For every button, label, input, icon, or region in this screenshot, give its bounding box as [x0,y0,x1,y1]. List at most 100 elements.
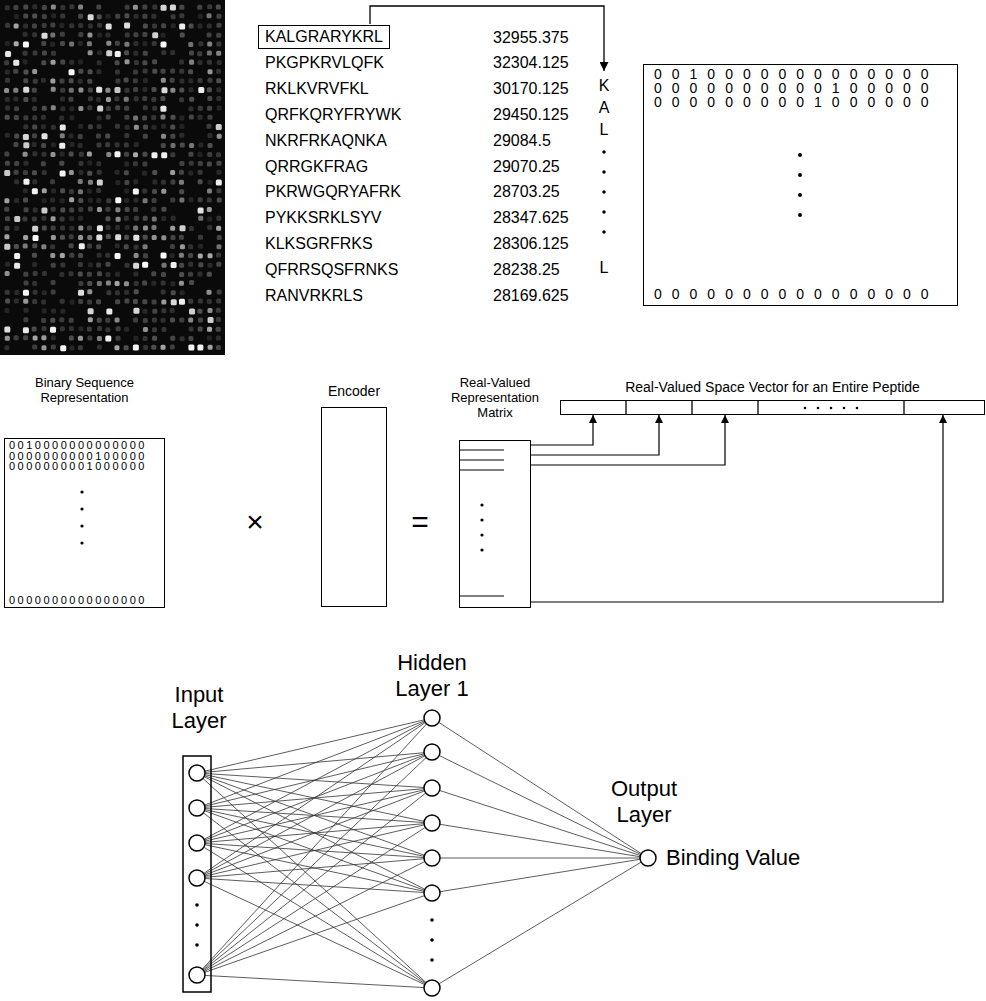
array-spot [5,41,10,46]
array-spot [78,134,83,139]
layer-ellipsis [430,938,434,942]
array-spot [179,197,184,202]
array-spot [160,41,166,47]
array-spot [5,97,10,102]
array-spot [50,23,55,28]
array-spot [33,51,38,56]
array-spot [41,244,46,249]
array-spot [216,180,222,186]
array-spot [24,281,29,286]
array-spot [69,60,74,65]
array-spot [115,336,120,341]
array-spot [14,226,19,231]
peptide-sequence: QRFKQRYFRYWK [265,105,401,125]
array-spot [216,78,221,83]
array-spot [51,4,56,9]
array-spot [70,299,75,304]
array-spot [207,336,212,341]
array-spot [59,143,65,149]
array-spot [216,69,221,74]
array-spot [143,235,148,240]
array-spot [59,23,64,28]
connection-line [197,718,432,808]
array-spot [161,33,166,38]
array-spot [143,216,148,221]
array-spot [41,345,46,350]
connection-line [197,858,432,878]
array-spot [69,41,74,46]
array-spot [87,281,92,286]
array-spot [23,152,28,157]
array-spot [207,152,212,157]
array-spot [60,188,65,193]
array-spot [216,253,221,258]
array-spot [87,33,92,38]
array-spot [97,318,102,323]
array-spot [78,336,83,341]
array-spot [133,70,138,75]
vector-arrow [531,415,725,465]
array-spot [179,97,184,102]
array-spot [179,272,184,277]
array-spot [78,271,83,276]
array-spot [79,243,85,249]
box-heading: Encoder [309,383,399,400]
array-spot [207,78,212,83]
array-spot [161,345,166,350]
array-spot [4,326,10,332]
array-spot [69,243,74,248]
array-spot [208,180,213,185]
layer-ellipsis [195,943,199,947]
array-spot [133,87,138,92]
array-spot [124,133,129,138]
array-spot [41,216,46,221]
array-spot [88,87,93,92]
array-spot [42,170,47,175]
binding-score: 32304.125 [493,53,569,73]
array-spot [78,262,83,267]
array-spot [189,23,194,28]
layer-ellipsis [195,903,199,907]
array-spot [42,152,47,157]
array-spot [23,317,28,322]
array-spot [97,253,102,258]
array-spot [106,290,111,295]
connection-line [197,773,432,988]
array-spot [161,180,166,185]
connection-line [197,823,432,878]
array-spot [59,116,64,121]
array-spot [42,14,47,19]
array-spot [23,115,28,120]
connection-line [197,788,432,843]
array-spot [115,51,121,57]
array-spot [59,161,64,166]
array-spot [14,115,19,120]
array-spot [207,60,212,65]
array-spot [78,69,83,74]
array-spot [179,78,184,83]
array-spot [68,97,73,102]
array-spot [216,308,221,313]
array-spot [114,151,120,157]
array-spot [152,189,157,194]
array-spot [198,235,203,240]
connection-line [432,823,648,858]
array-spot [171,14,176,19]
array-spot [60,133,65,138]
array-spot [133,226,138,231]
array-spot [179,170,184,175]
array-spot [97,124,102,129]
array-spot [152,41,157,46]
neuron-circle [189,835,205,851]
array-spot [97,105,103,111]
array-spot [105,327,110,332]
array-spot [14,179,19,184]
array-spot [4,207,9,212]
array-spot [41,60,46,65]
connection-line [197,718,432,975]
array-spot [216,33,221,38]
array-spot [207,308,212,313]
array-spot [179,235,184,240]
array-spot [216,216,221,221]
neuron-circle [640,850,656,866]
